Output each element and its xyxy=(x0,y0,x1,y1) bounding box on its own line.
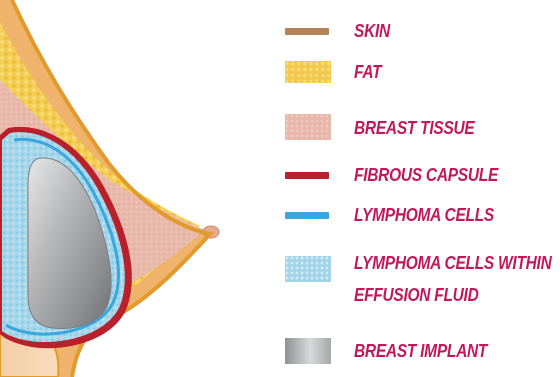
legend-item-skin: SKIN xyxy=(283,12,560,52)
lymphoma-effusion-swatch xyxy=(285,256,331,282)
breast-tissue-swatch xyxy=(285,114,331,140)
legend-item-lymphoma-effusion: LYMPHOMA CELLS WITHIN EFFUSION FLUID xyxy=(283,248,560,312)
legend-item-breast-tissue: BREAST TISSUE xyxy=(283,112,560,152)
fibrous-capsule-swatch xyxy=(285,172,329,179)
legend-label-lymphoma-effusion-line1: LYMPHOMA CELLS WITHIN xyxy=(354,252,552,274)
legend-label-skin: SKIN xyxy=(354,20,390,42)
skin-swatch xyxy=(285,28,329,35)
legend-label-fibrous-capsule: FIBROUS CAPSULE xyxy=(354,164,498,186)
legend: SKIN FAT BREAST TISSUE FIBROUS CAPSULE L… xyxy=(283,0,560,377)
legend-item-breast-implant: BREAST IMPLANT xyxy=(283,332,560,372)
legend-item-fibrous-capsule: FIBROUS CAPSULE xyxy=(283,164,560,204)
breast-implant-swatch xyxy=(285,338,331,364)
legend-item-fat: FAT xyxy=(283,52,560,92)
legend-label-fat: FAT xyxy=(354,61,381,83)
legend-label-lymphoma-cells: LYMPHOMA CELLS xyxy=(354,204,494,226)
fat-swatch xyxy=(285,61,331,83)
breast-implant-cross-section-diagram xyxy=(0,0,240,377)
legend-label-breast-implant: BREAST IMPLANT xyxy=(354,340,487,362)
lymphoma-cells-swatch xyxy=(285,212,329,219)
legend-label-lymphoma-effusion-line2: EFFUSION FLUID xyxy=(354,284,479,306)
legend-item-lymphoma-cells: LYMPHOMA CELLS xyxy=(283,204,560,244)
legend-label-breast-tissue: BREAST TISSUE xyxy=(354,117,475,139)
